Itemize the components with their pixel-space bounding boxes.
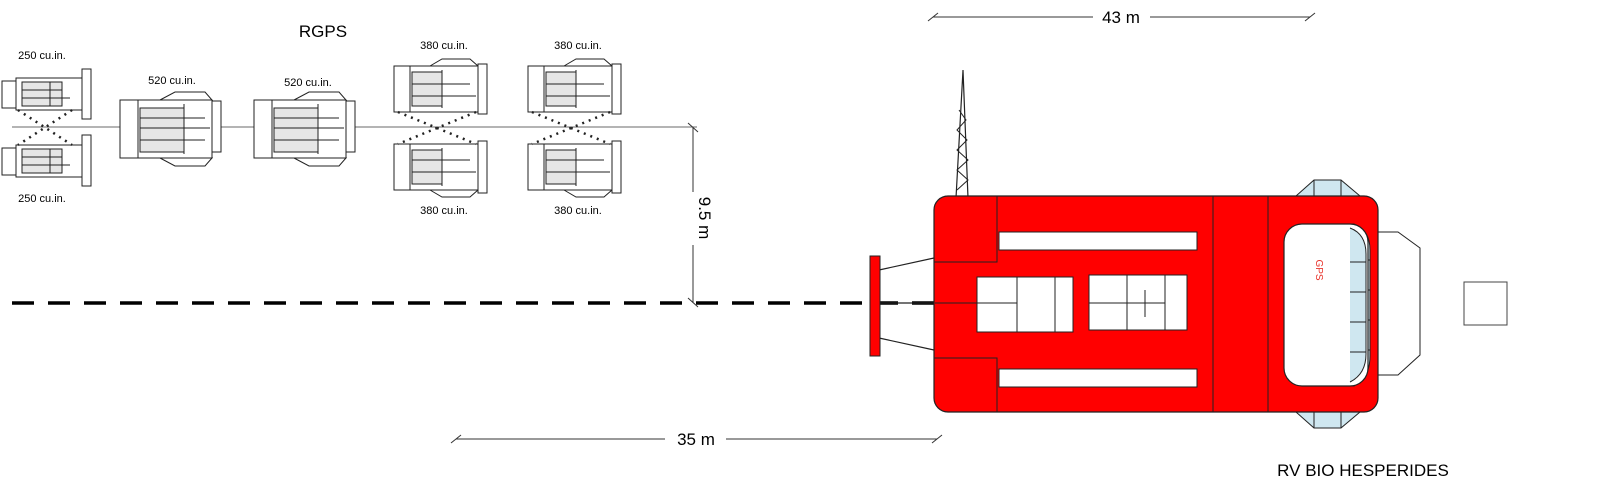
gun-cluster-380-a: 380 cu.in. 380 cu.in. [393,40,488,217]
deck-strip-bottom [998,368,1198,388]
ship-bridge: GPS [1283,223,1371,387]
label-380-a-top: 380 cu.in. [420,40,468,52]
bridge-wing-bottom [1294,411,1362,429]
dim-43m-tick-left [927,12,939,22]
label-380-a-bottom: 380 cu.in. [420,205,468,217]
dim-43m-label: 43 m [1102,8,1140,27]
rgps-title: RGPS [299,22,347,41]
dim-9-5m-label: 9.5 m [695,197,714,240]
airgun-380-b-top [527,58,622,115]
airgun-250-bottom [1,134,92,187]
airgun-520-b: 520 cu.in. [253,77,356,167]
ship-name-label: RV BIO HESPERIDES [1277,461,1449,480]
stern-tow-frame [869,255,935,357]
deck-container-left [935,276,1074,333]
deck-container-right [1088,274,1188,331]
label-520-b: 520 cu.in. [284,77,332,89]
dimension-43m: 43 m [927,8,1316,27]
dimension-9-5m: 9.5 m [687,122,714,308]
ship-rv-bio-hesperides: GPS [933,69,1421,429]
airgun-380-b-bottom [527,140,622,198]
crane-mast [955,69,969,199]
gun-cluster-250: 250 cu.in. 250 cu.in. [1,50,92,205]
label-520-a: 520 cu.in. [148,75,196,87]
bridge-wing-top [1294,179,1362,197]
gps-label: GPS [1313,259,1324,280]
dimension-35m: 35 m [450,430,943,449]
label-380-b-bottom: 380 cu.in. [554,205,602,217]
gun-cluster-380-b: 380 cu.in. 380 cu.in. [527,40,622,217]
airgun-250-top [1,68,92,120]
label-250-top: 250 cu.in. [18,50,66,62]
label-380-b-top: 380 cu.in. [554,40,602,52]
label-250-bottom: 250 cu.in. [18,193,66,205]
airgun-520-a: 520 cu.in. [119,75,222,167]
airgun-380-a-top [393,58,488,115]
reference-marker-square [1463,281,1508,326]
tow-bar [869,255,881,357]
dim-35m-label: 35 m [677,430,715,449]
bridge-deck [1283,223,1369,387]
airgun-380-a-bottom [393,140,488,198]
bow [1377,231,1421,376]
dim-43m-tick-right [1304,12,1316,22]
deck-strip-top [998,231,1198,251]
